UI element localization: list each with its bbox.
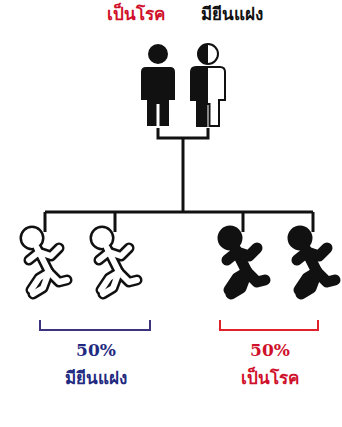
affected-parent (141, 44, 175, 126)
affected-label: เป็นโรค (107, 4, 165, 24)
percentage-label: 50% (250, 340, 290, 360)
carrier-bracket (40, 320, 150, 330)
affected-label: เป็นโรค (241, 368, 299, 388)
carrier-label: มียีนแฝง (65, 368, 127, 388)
affected-bracket (220, 320, 318, 330)
percentage-label: 50% (76, 340, 116, 360)
carrier-child (95, 231, 137, 294)
affected-child (223, 231, 265, 294)
affected-child (293, 231, 335, 294)
carrier-parent (191, 44, 225, 126)
carrier-label: มียีนแฝง (201, 4, 263, 24)
pedigree-lines (45, 128, 313, 232)
carrier-child (25, 231, 67, 294)
